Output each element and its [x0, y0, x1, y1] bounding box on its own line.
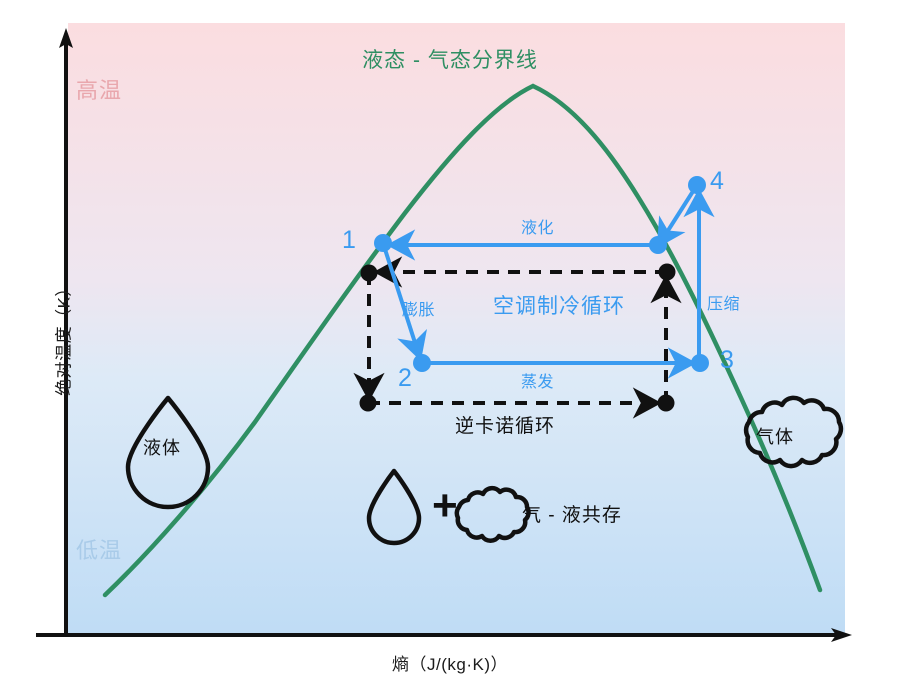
cycle-point-label-4: 4 — [710, 167, 724, 195]
cycle-edge-expansion — [381, 242, 427, 362]
axis-lines — [36, 28, 852, 642]
x-axis-label: 熵（J/(kg·K)） — [392, 655, 508, 674]
reverse-carnot-cycle-label: 逆卡诺循环 — [455, 416, 556, 437]
carnot-vertex-d — [658, 263, 676, 281]
carnot-vertex-a — [360, 264, 378, 282]
high-temperature-label: 高温 — [76, 78, 123, 103]
background-gradient-panel — [68, 23, 845, 635]
cycle-point-4 — [688, 176, 706, 194]
process-label-compression: 压缩 — [707, 296, 741, 313]
cycle-point-label-3: 3 — [720, 346, 734, 374]
liquid-region-label: 液体 — [143, 438, 181, 458]
cycle-point-3 — [691, 354, 709, 372]
process-label-expansion: 膨胀 — [402, 302, 436, 319]
gas-region-label: 气体 — [756, 427, 794, 447]
cycle-point-mid — [649, 236, 667, 254]
cycle-point-2 — [413, 354, 431, 372]
process-label-condensation: 液化 — [521, 220, 555, 237]
droplet-icon-coexist — [366, 468, 422, 546]
saturation-dome-curve — [102, 83, 823, 598]
process-label-evaporation: 蒸发 — [521, 374, 555, 391]
cloud-icon-coexist — [454, 485, 531, 543]
plus-icon: + — [432, 481, 458, 530]
cycle-point-label-1: 1 — [342, 226, 356, 254]
coexistence-region-label: 气 - 液共存 — [522, 505, 622, 526]
low-temperature-label: 低温 — [76, 538, 123, 563]
reverse-carnot-cycle — [353, 256, 682, 419]
cycle-point-label-2: 2 — [398, 364, 412, 392]
carnot-vertex-b — [359, 394, 377, 412]
droplet-icon-liquid — [125, 395, 211, 510]
ac-cycle-label: 空调制冷循环 — [493, 295, 625, 318]
carnot-vertex-c — [657, 394, 675, 412]
y-axis-arrowhead — [59, 28, 73, 48]
y-axis-label: 绝对温度（K） — [54, 279, 74, 396]
cycle-point-1 — [374, 234, 392, 252]
ac-refrigeration-cycle — [374, 176, 715, 379]
x-axis-arrowhead — [831, 628, 852, 642]
cloud-icon-gas — [743, 395, 844, 469]
saturation-curve-title: 液态 - 气态分界线 — [362, 49, 538, 72]
